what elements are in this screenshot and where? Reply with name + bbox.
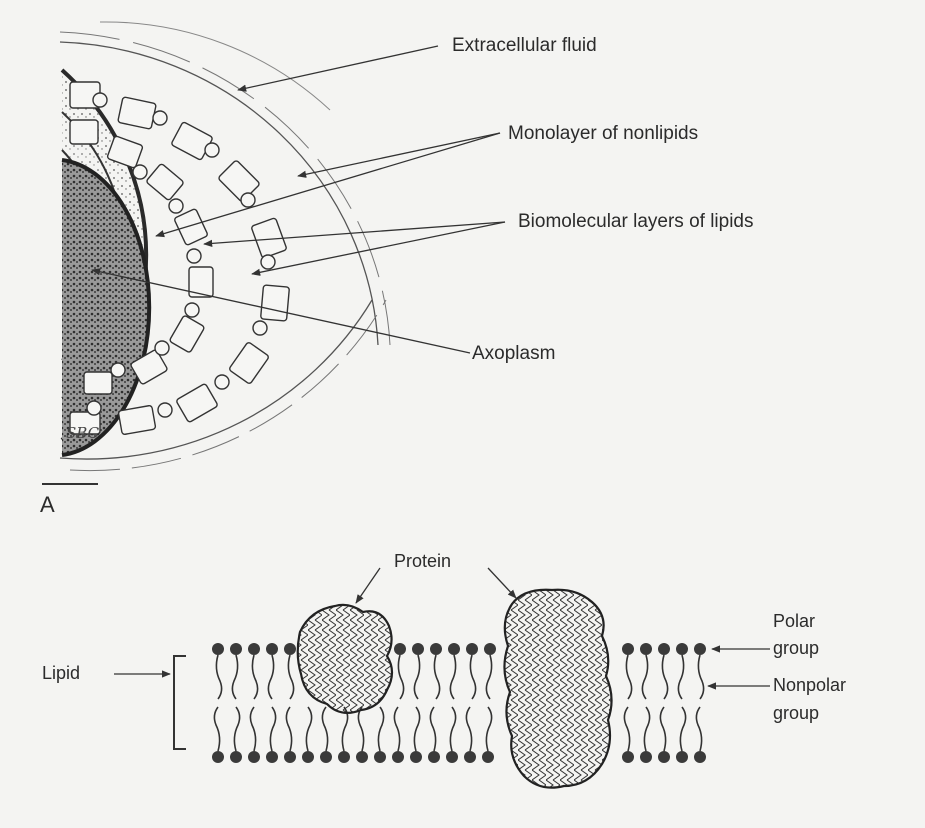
polar-heads-top (212, 643, 706, 655)
leader-extracellular (238, 46, 438, 90)
artist-signature: SBC (66, 424, 99, 442)
label-nonpolar-line2: group (773, 704, 819, 722)
label-polar-line2: group (773, 639, 819, 657)
label-lipid: Lipid (42, 664, 80, 682)
polar-heads-bottom (212, 751, 706, 763)
leader-monolayer-1 (298, 133, 500, 176)
label-polar-line1: Polar (773, 612, 815, 630)
label-nonpolar-line1: Nonpolar (773, 676, 846, 694)
label-biomolecular-lipids: Biomolecular layers of lipids (518, 212, 754, 231)
bilayer-diagram (114, 568, 770, 788)
leader-lipids-2 (252, 222, 505, 274)
label-protein: Protein (394, 552, 451, 570)
nerve-cross-section (42, 22, 505, 484)
label-axoplasm: Axoplasm (472, 344, 555, 363)
panel-letter: A (40, 494, 55, 516)
lipid-bracket (174, 656, 186, 749)
protein-large (504, 590, 611, 788)
nonpolar-tails (214, 655, 703, 751)
protein-small (298, 605, 392, 713)
label-monolayer-nonlipids: Monolayer of nonlipids (508, 124, 698, 143)
label-extracellular-fluid: Extracellular fluid (452, 36, 597, 55)
